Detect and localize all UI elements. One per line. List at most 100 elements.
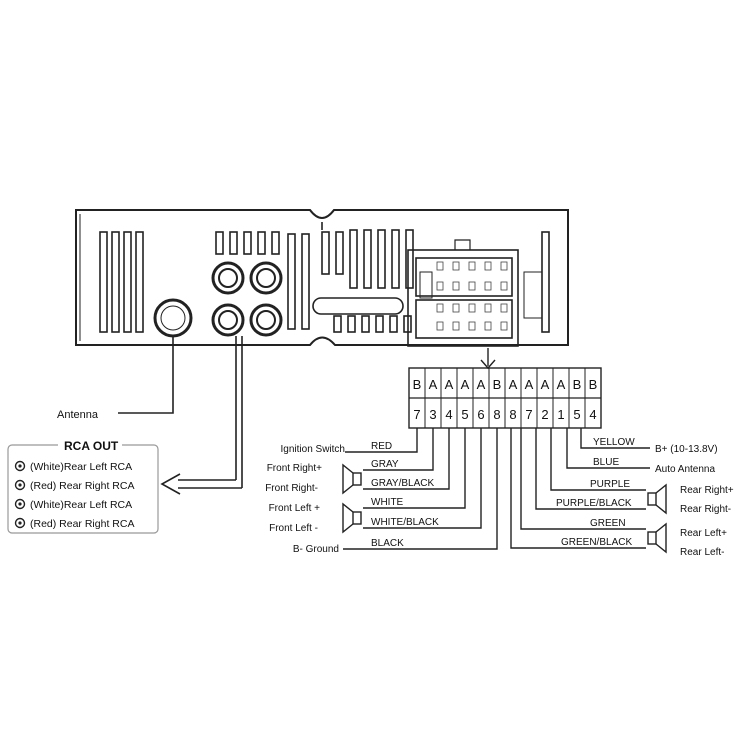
rca-dot-icon [14,498,26,510]
wire-black [343,428,498,550]
connector-letter: B [573,377,582,392]
wire-label-purple-black: PURPLE/BLACK [556,498,632,509]
label-ground: B- Ground [293,544,339,555]
wire-label-green: GREEN [590,518,626,529]
rca-dot-icon [14,517,26,529]
mount-plate [312,222,404,315]
iso-pin [436,261,444,271]
wire-label-green-black: GREEN/BLACK [561,537,632,548]
label-auto-antenna: Auto Antenna [655,464,715,475]
rca-out-item-label: (White)Rear Left RCA [30,499,132,511]
rca-out-list: (White)Rear Left RCA (Red) Rear Right RCA… [14,460,134,530]
connector-number: 8 [493,407,500,422]
speaker-icon [647,522,667,554]
iso-pin [452,261,460,271]
connector-number: 4 [589,407,596,422]
vent-slot [257,231,266,255]
iso-pin [452,321,460,331]
wire-label-black: BLACK [371,538,404,549]
rca-out-item: (Red) Rear Right RCA [14,517,134,530]
wire-gray-black [363,428,450,490]
wire-label-purple: PURPLE [590,479,630,490]
vent-slot [123,231,132,333]
antenna-lead [118,336,174,414]
label-rear-left-pos: Rear Left+ [680,528,727,539]
iso-pin [484,321,492,331]
rca-out-box: RCA OUT [7,439,159,534]
vent-slot [347,315,356,333]
vent-slot [229,231,238,255]
rca-out-item-label: (Red) Rear Right RCA [30,480,134,492]
vent-slot [271,231,280,255]
rca-dot-icon [14,460,26,472]
vent-slots-top [215,229,414,289]
connector-letter: A [509,377,518,392]
rca-jack [249,303,283,337]
iso-pin [468,261,476,271]
rca-jacks [211,261,283,337]
wire-blue [566,428,650,469]
connector-number: 5 [573,407,580,422]
iso-connector-block [407,239,543,347]
rca-out-title: RCA OUT [64,439,119,453]
wire-label-blue: BLUE [593,457,619,468]
connector-letter: B [493,377,502,392]
vent-slot [321,231,330,275]
iso-pin [468,321,476,331]
connector-number: 1 [557,407,564,422]
vent-slot [349,229,358,289]
wire-label-gray-black: GRAY/BLACK [371,478,434,489]
label-front-left-neg: Front Left - [269,523,318,534]
iso-pin [468,303,476,313]
connector-letter: A [477,377,486,392]
speaker-icon [647,483,667,515]
vent-slot [243,231,252,255]
label-front-right-pos: Front Right+ [267,463,322,474]
label-rear-right-pos: Rear Right+ [680,485,734,496]
wire-gray [363,428,434,471]
vent-slot [301,233,310,330]
vent-slot [375,315,384,333]
label-b-plus: B+ (10-13.8V) [655,444,718,455]
iso-pin [484,261,492,271]
rca-dot-center [18,521,22,525]
vent-slot [287,233,296,330]
connector-number: 3 [429,407,436,422]
iso-pin [436,303,444,313]
connector-letter: A [541,377,550,392]
connector-number: 5 [461,407,468,422]
connector-number: 7 [413,407,420,422]
rca-out-item: (White)Rear Left RCA [14,498,132,511]
rca-out-item-label: (Red) Rear Right RCA [30,518,134,530]
rca-leads [160,336,243,495]
connector-letter: A [429,377,438,392]
vent-slot [335,231,344,275]
rca-out-item: (Red) Rear Right RCA [14,479,134,492]
vent-slot [215,231,224,255]
wire-label-gray: GRAY [371,459,399,470]
vent-slot [333,315,342,333]
connector-letter: B [589,377,598,392]
wire-white [363,428,466,509]
iso-pin [484,303,492,313]
connector-letter: A [525,377,534,392]
vent-slot [389,315,398,333]
antenna-socket [153,298,193,338]
speaker-icon [342,463,362,495]
rca-dot-center [18,502,22,506]
iso-pin [436,321,444,331]
wire-green-black [510,428,646,549]
iso-pin [500,261,508,271]
iso-pin [452,303,460,313]
iso-pin [484,281,492,291]
rca-dot-center [18,483,22,487]
iso-pin [500,303,508,313]
connector-number: 4 [445,407,452,422]
wire-white-black [363,428,482,529]
wire-red [345,428,418,453]
label-front-left-pos: Front Left + [269,503,321,514]
head-unit-rear-panel [75,209,569,346]
rca-jack [249,261,283,295]
rca-out-item: (White)Rear Left RCA [14,460,132,473]
